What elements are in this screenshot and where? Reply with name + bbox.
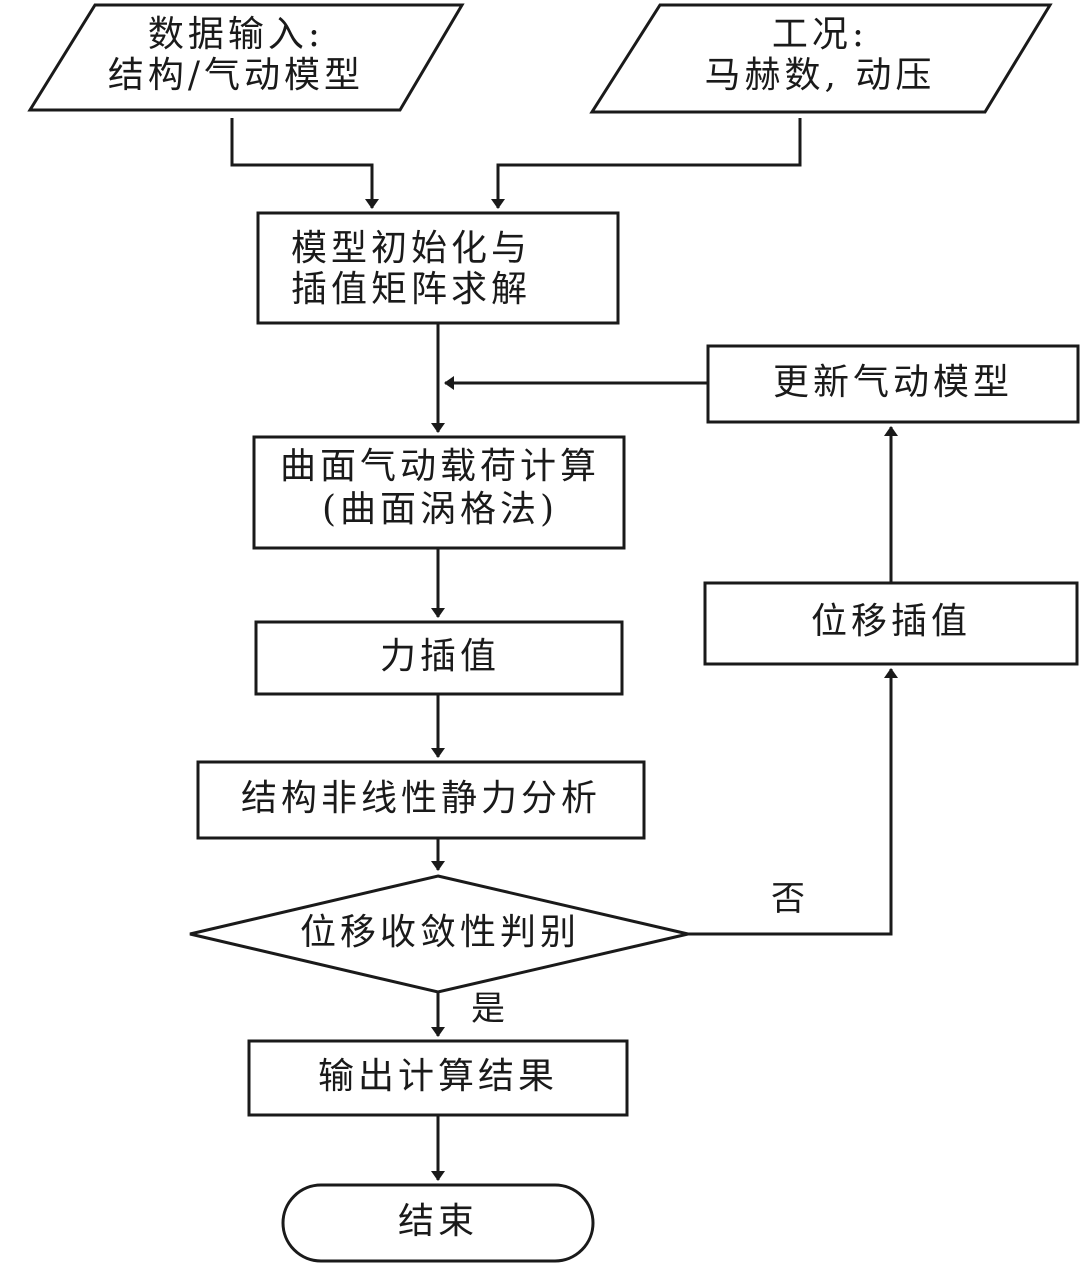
edge-label-no: 否: [771, 879, 805, 919]
update-aero-label: 更新气动模型: [773, 362, 1013, 403]
update-aero-node: 更新气动模型: [706, 344, 1080, 424]
end-node: 结束: [281, 1183, 595, 1263]
edge-data-input-to-init: [230, 118, 379, 209]
init-node: 模型初始化与 插值矩阵求解: [256, 211, 620, 325]
aero-load-node: 曲面气动载荷计算 (曲面涡格法): [252, 435, 626, 550]
end-label: 结束: [398, 1201, 478, 1242]
init-line2: 插值矩阵求解: [291, 269, 531, 310]
data-input-line1: 数据输入:: [148, 14, 324, 55]
aero-load-line1: 曲面气动载荷计算: [280, 446, 600, 487]
init-line1: 模型初始化与: [291, 228, 531, 269]
force-interp-node: 力插值: [254, 620, 624, 696]
condition-node: 工况: 马赫数, 动压: [589, 3, 1053, 114]
data-input-line2: 结构/气动模型: [108, 55, 364, 96]
edge-label-yes: 是: [471, 989, 505, 1029]
condition-line1: 工况:: [772, 14, 868, 55]
edge-condition-to-init: [491, 118, 802, 209]
struct-analysis-label: 结构非线性静力分析: [241, 778, 601, 819]
condition-line2: 马赫数, 动压: [705, 55, 936, 96]
convergence-node: 位移收敛性判别: [189, 874, 689, 994]
disp-interp-node: 位移插值: [703, 581, 1079, 666]
output-node: 输出计算结果: [247, 1039, 629, 1117]
force-interp-label: 力插值: [380, 636, 500, 677]
disp-interp-label: 位移插值: [811, 601, 971, 642]
struct-analysis-node: 结构非线性静力分析: [196, 760, 646, 840]
convergence-label: 位移收敛性判别: [300, 912, 580, 953]
aero-load-line2: (曲面涡格法): [322, 489, 558, 530]
output-label: 输出计算结果: [318, 1056, 558, 1097]
data-input-node: 数据输入: 结构/气动模型: [27, 3, 465, 112]
edge-convergence-no-to-disp-interp: [688, 668, 898, 936]
